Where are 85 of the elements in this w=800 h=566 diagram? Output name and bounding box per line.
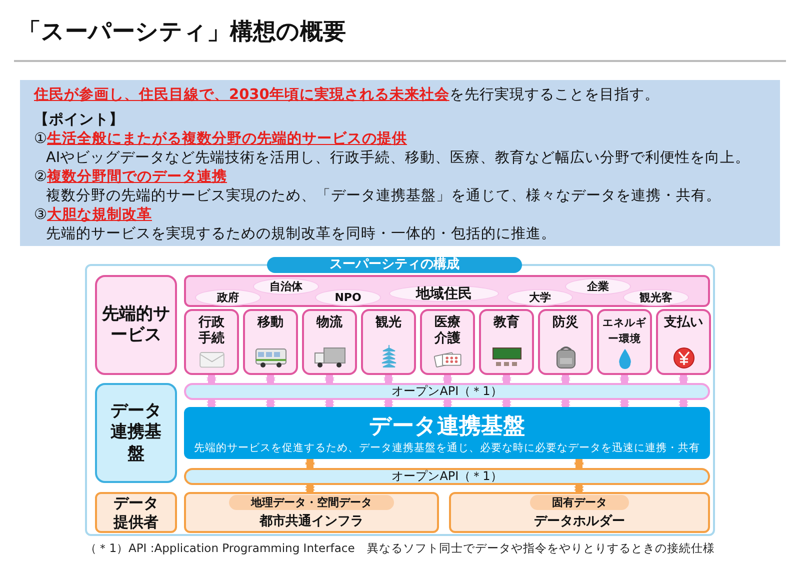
point-text: 複数分野の先端的サービス実現のため、「データ連携基盤」を通じて、様々なデータを連携・共有。 [46, 187, 721, 206]
double-arrow [305, 485, 315, 492]
point-text: 先端的サービスを実現するための規制改革を同時・一体的・包括的に推進。 [46, 225, 556, 244]
double-arrow [502, 400, 512, 407]
service-name: 教育 [492, 315, 520, 331]
service-box [302, 309, 357, 375]
double-arrow [678, 400, 688, 407]
double-arrow [442, 375, 452, 383]
service-box [597, 309, 652, 375]
page-title: 「スーパーシティ」構想の概要 [18, 18, 346, 47]
data-tag: 固有データ [530, 495, 629, 510]
point-text: AIやビッグデータなど先端技術を活用し、行政手続、移動、医療、教育など幅広い分野で利便性を向上。 [46, 149, 750, 168]
stakeholder-ellipse [623, 289, 689, 306]
stakeholder-ellipse [507, 289, 573, 306]
platform-block [184, 407, 710, 459]
stakeholder-name: 大学 [529, 290, 551, 305]
layer-name: 先端的サービス [101, 304, 171, 346]
layer-label [95, 275, 177, 375]
service-name: エネルギー環境 [602, 316, 648, 347]
api-bar [184, 468, 710, 485]
stakeholder-name: 自治体 [270, 279, 302, 294]
double-arrow [384, 375, 394, 383]
service-box [243, 309, 298, 375]
platform-description: 先端的サービスを促進するため、データ連携基盤を通じ、必要な時に必要なデータを迅速に連携・共有 [194, 441, 700, 455]
summary-panel [20, 80, 780, 246]
double-arrow [678, 375, 688, 383]
section-title: スーパーシティの構成 [267, 257, 522, 273]
service-box [361, 309, 416, 375]
service-name: 移動 [256, 315, 284, 331]
double-arrow [206, 375, 216, 383]
double-arrow [266, 375, 276, 383]
stakeholder-ellipse [565, 278, 631, 295]
layer-label [95, 492, 177, 533]
layer-label [95, 383, 177, 483]
service-name: 医療介護 [434, 315, 462, 347]
double-arrow [442, 400, 452, 407]
platform-title: データ連携基盤 [369, 413, 525, 441]
layer-name: データ提供者 [112, 494, 160, 532]
service-name: 物流 [316, 315, 344, 331]
service-box [479, 309, 534, 375]
api-label: オープンAPI（＊1） [392, 468, 502, 485]
stakeholder-name: 企業 [587, 279, 609, 294]
double-arrow [502, 375, 512, 383]
service-name: 行政手続 [198, 315, 226, 347]
stakeholder-name: 地域住民 [416, 284, 472, 302]
point-heading: ①生活全般にまたがる複数分野の先端的サービスの提供 [34, 130, 407, 149]
double-arrow [574, 485, 584, 492]
service-name: 防災 [552, 315, 580, 331]
service-box [184, 309, 239, 375]
provider-box [449, 492, 710, 533]
data-tag: 地理データ・空間データ [229, 495, 394, 510]
service-name: 支払い [663, 315, 704, 331]
double-arrow [305, 459, 315, 468]
service-name: 観光 [374, 315, 402, 331]
point-heading: ③大胆な規制改革 [34, 206, 152, 225]
api-bar [184, 383, 710, 400]
service-box [656, 309, 711, 375]
stakeholder-ellipse [315, 289, 381, 306]
intro-text: 住民が参画し、住民目線で、2030年頃に実現される未来社会を先行実現することを目指す。 [34, 86, 660, 105]
stakeholder-name: 政府 [217, 290, 239, 305]
double-arrow [560, 400, 570, 407]
provider-name: 都市共通インフラ [260, 512, 364, 530]
provider-name: データホルダー [534, 513, 625, 530]
provider-box [184, 492, 439, 533]
point-heading: ②複数分野間でのデータ連携 [34, 168, 227, 187]
double-arrow [384, 400, 394, 407]
double-arrow [574, 459, 584, 468]
stakeholder-ellipse [253, 278, 319, 295]
double-arrow [620, 400, 630, 407]
section-heading: 【ポイント】 [34, 111, 124, 130]
service-box [420, 309, 475, 375]
double-arrow [620, 375, 630, 383]
double-arrow [560, 375, 570, 383]
stakeholder-ellipse [195, 289, 261, 306]
double-arrow [206, 400, 216, 407]
double-arrow [324, 400, 334, 407]
api-label: オープンAPI（＊1） [392, 383, 502, 400]
stakeholder-name: 観光客 [640, 290, 672, 305]
stakeholder-band [184, 275, 710, 307]
double-arrow [266, 400, 276, 407]
layer-name: データ連携基盤 [110, 401, 162, 465]
stakeholder-name: NPO [334, 291, 362, 304]
service-box [538, 309, 593, 375]
double-arrow [324, 375, 334, 383]
footnote: （＊1）API :Application Programming Interface 異なるソフト同士でデータや指令をやりとりするときの接続仕様 [84, 541, 716, 556]
